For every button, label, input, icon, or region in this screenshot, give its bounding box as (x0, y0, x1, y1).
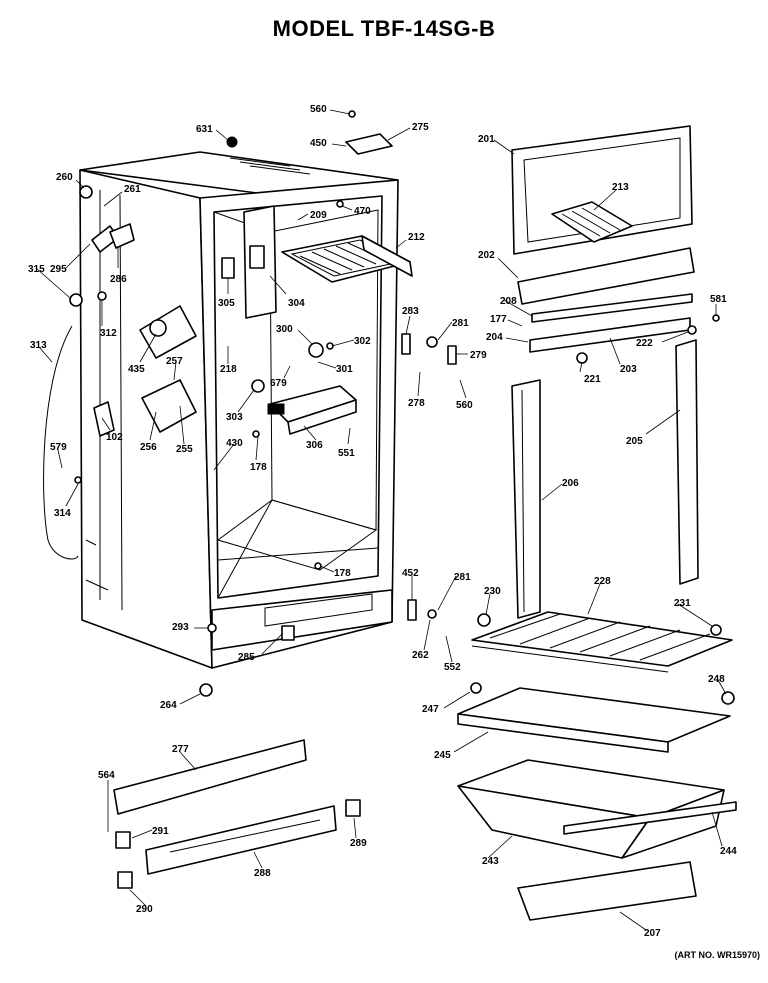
part-label: 278 (408, 398, 425, 409)
part-label: 551 (338, 448, 355, 459)
part-label: 177 (490, 314, 507, 325)
part-label: 244 (720, 846, 737, 857)
part-label: 243 (482, 856, 499, 867)
part-label: 679 (270, 378, 287, 389)
part-label: 260 (56, 172, 73, 183)
part-label: 231 (674, 598, 691, 609)
part-label: 289 (350, 838, 367, 849)
part-label: 303 (226, 412, 243, 423)
part-label: 178 (334, 568, 351, 579)
part-label: 552 (444, 662, 461, 673)
part-label: 452 (402, 568, 419, 579)
part-label: 212 (408, 232, 425, 243)
cabinet (79, 151, 399, 669)
part-label: 209 (310, 210, 327, 221)
part-label: 560 (456, 400, 473, 411)
part-label: 564 (98, 770, 115, 781)
part-label: 300 (276, 324, 293, 335)
part-label: 286 (110, 274, 127, 285)
part-label: 245 (434, 750, 451, 761)
part-label: 435 (128, 364, 145, 375)
part-label: 262 (412, 650, 429, 661)
part-label: 281 (452, 318, 469, 329)
freezer-shelf (281, 235, 413, 283)
part-label: 102 (106, 432, 123, 443)
part-label: 470 (354, 206, 371, 217)
part-label: 315 (28, 264, 45, 275)
part-label: 293 (172, 622, 189, 633)
part-label: 279 (470, 350, 487, 361)
part-label: 291 (152, 826, 169, 837)
part-label: 430 (226, 438, 243, 449)
part-label: 581 (710, 294, 727, 305)
part-label: 275 (412, 122, 429, 133)
diagram-title: MODEL TBF-14SG-B (272, 16, 496, 41)
part-label: 178 (250, 462, 267, 473)
part-label: 221 (584, 374, 601, 385)
part-label: 261 (124, 184, 141, 195)
part-label: 248 (708, 674, 725, 685)
part-label: 264 (160, 700, 177, 711)
door-parts (511, 125, 699, 619)
part-label: 313 (30, 340, 47, 351)
part-label: 288 (254, 868, 271, 879)
part-label: 205 (626, 436, 643, 447)
part-label: 306 (306, 440, 323, 451)
part-label: 314 (54, 508, 71, 519)
meat-pan (267, 385, 357, 435)
control-housing (221, 205, 277, 319)
hardware (43, 110, 735, 705)
part-label: 202 (478, 250, 495, 261)
part-label: 203 (620, 364, 637, 375)
part-label: 213 (612, 182, 629, 193)
part-label: 277 (172, 744, 189, 755)
part-label: 304 (288, 298, 305, 309)
part-label: 208 (500, 296, 517, 307)
part-label: 228 (594, 576, 611, 587)
part-label: 305 (218, 298, 235, 309)
part-label: 283 (402, 306, 419, 317)
grille-parts (113, 739, 361, 889)
part-label: 579 (50, 442, 67, 453)
part-label: 281 (454, 572, 471, 583)
part-label: 295 (50, 264, 67, 275)
art-number: (ART NO. WR15970) (674, 950, 760, 960)
part-label: 222 (636, 338, 653, 349)
part-label: 312 (100, 328, 117, 339)
part-label: 290 (136, 904, 153, 915)
part-label: 207 (644, 928, 661, 939)
leader-lines (35, 109, 727, 931)
part-label: 302 (354, 336, 371, 347)
part-labels: 560 631 450 275 201 260 261 209 470 213 … (28, 104, 737, 939)
part-label: 256 (140, 442, 157, 453)
part-label: 218 (220, 364, 237, 375)
part-label: 560 (310, 104, 327, 115)
part-label: 230 (484, 586, 501, 597)
part-label: 450 (310, 138, 327, 149)
part-label: 285 (238, 652, 255, 663)
part-label: 257 (166, 356, 183, 367)
part-label: 206 (562, 478, 579, 489)
shelves (457, 611, 737, 921)
part-label: 201 (478, 134, 495, 145)
part-label: 247 (422, 704, 439, 715)
part-label: 301 (336, 364, 353, 375)
part-label: 204 (486, 332, 503, 343)
part-label: 631 (196, 124, 213, 135)
part-label: 255 (176, 444, 193, 455)
